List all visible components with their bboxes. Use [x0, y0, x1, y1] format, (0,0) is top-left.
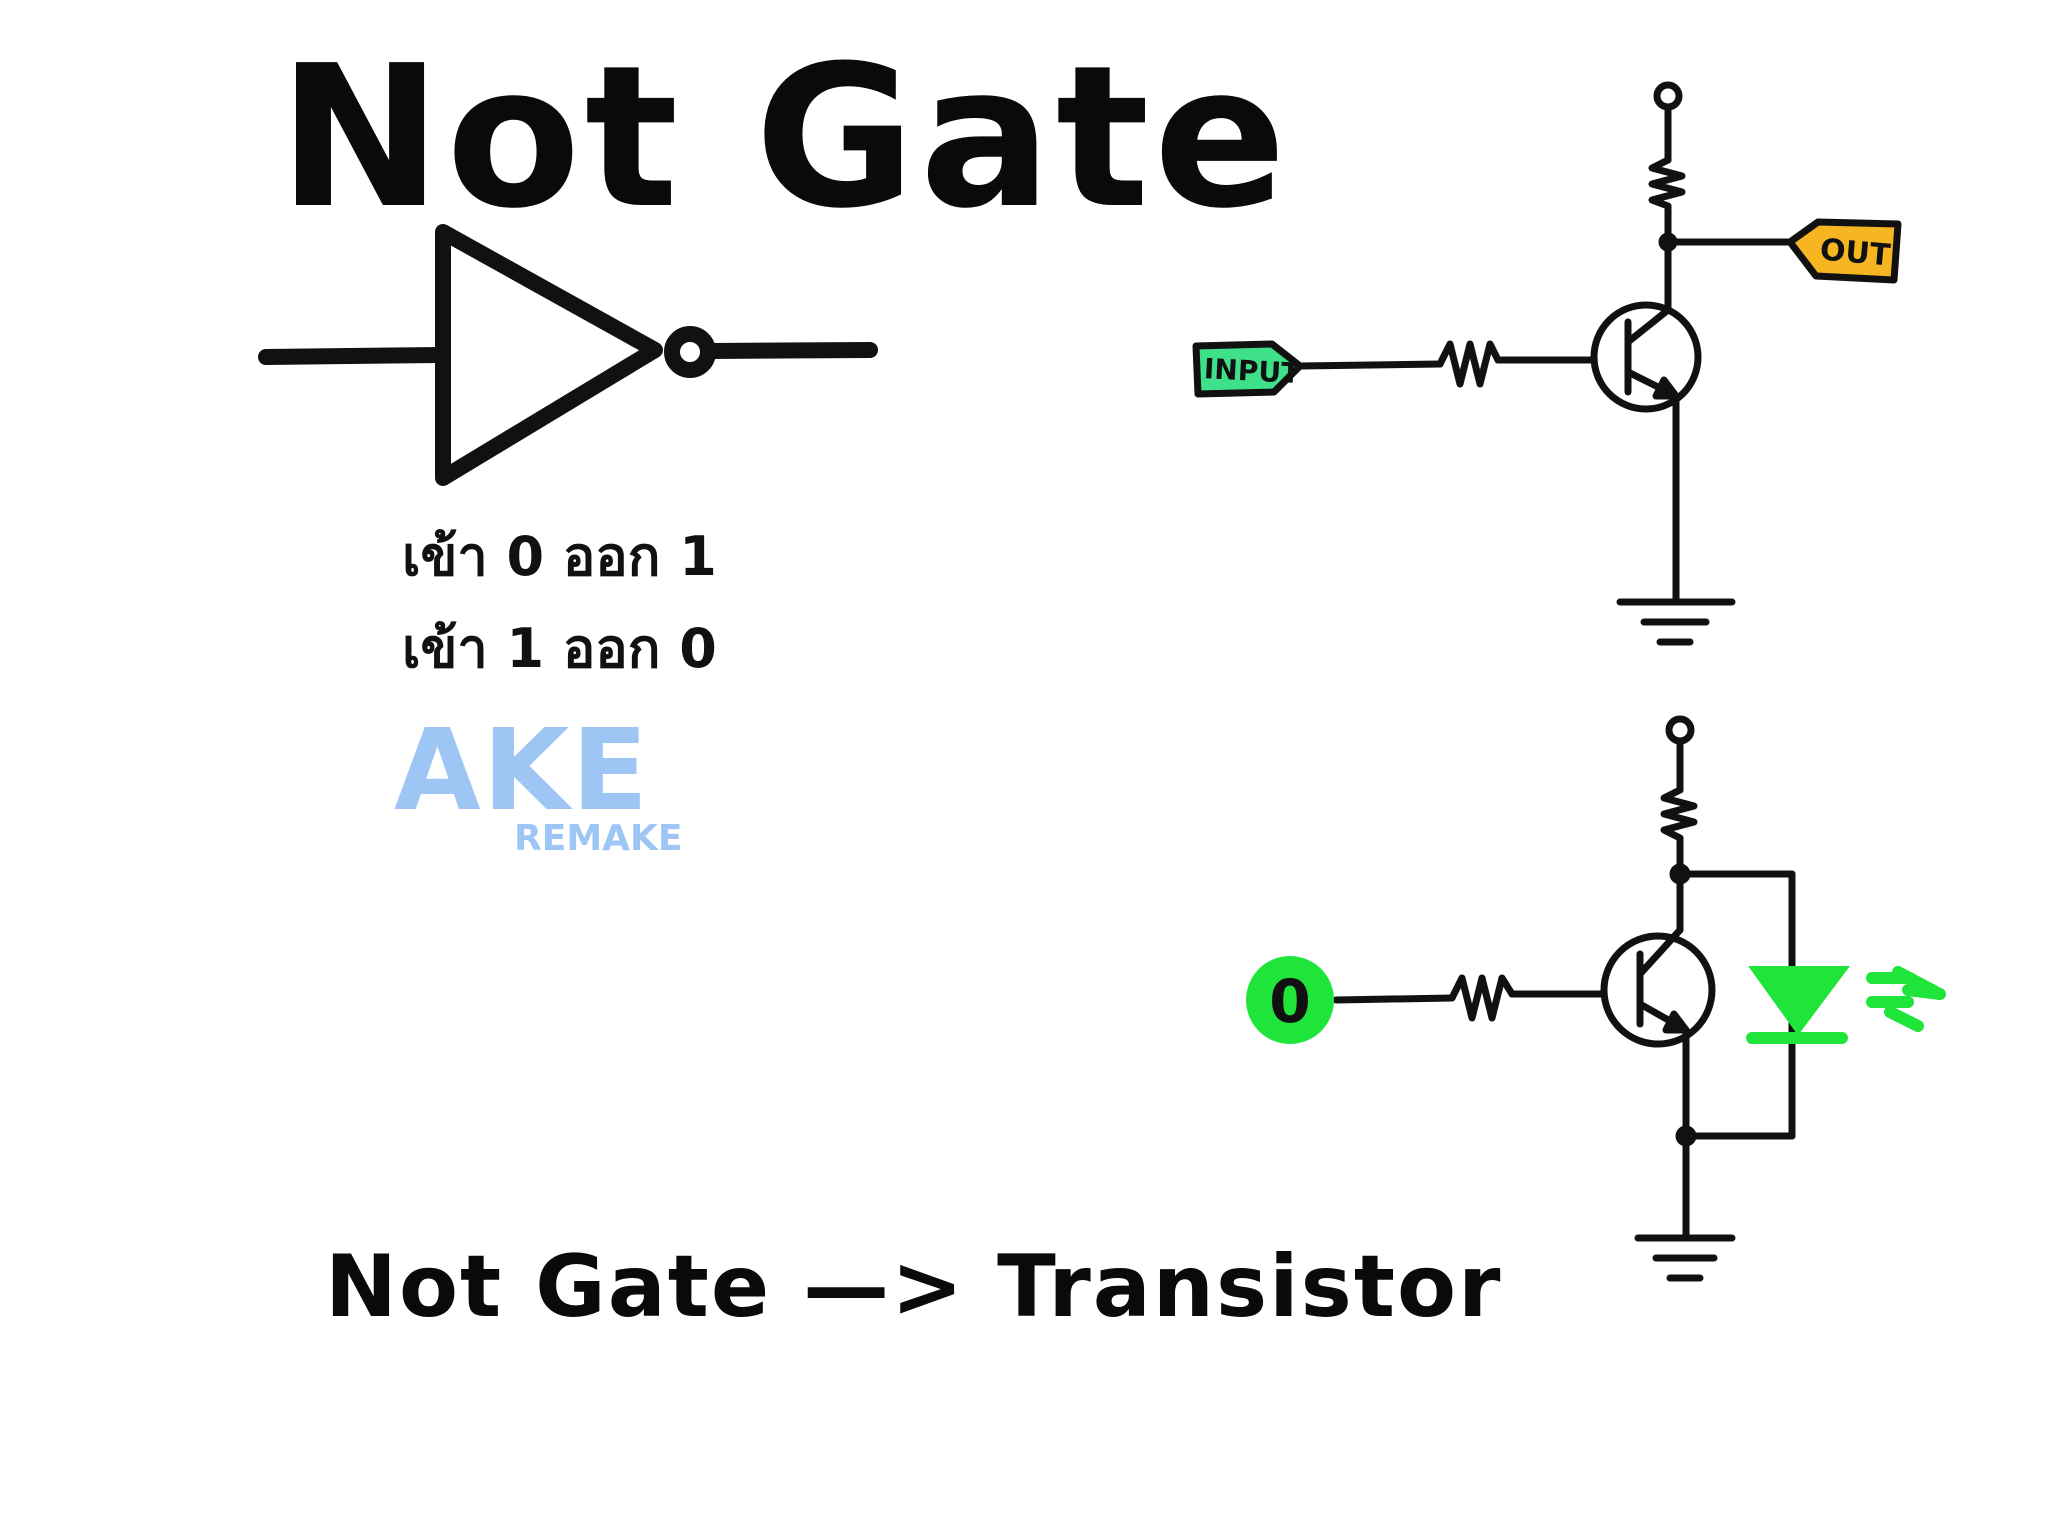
input-value-label: 0	[1269, 967, 1311, 1037]
transistor-collector-leg-bottom	[1636, 926, 1684, 978]
gate-output-wire	[702, 342, 878, 359]
output-tag-label: OUT	[1819, 232, 1893, 273]
output-junction-top	[1658, 232, 1678, 252]
logo-sub-text: REMAKE	[514, 818, 683, 859]
transistor-collector-leg-top	[1624, 306, 1672, 346]
truth-table-line-1: เข้า 0 ออก 1	[402, 525, 717, 588]
truth-table-line-2: เข้า 1 ออก 0	[402, 617, 717, 680]
gate-input-wire	[258, 347, 448, 365]
circuit-top	[1296, 81, 1794, 646]
led-icon	[1746, 966, 1946, 1044]
base-resistor-top	[1436, 340, 1502, 388]
base-resistor-bottom	[1448, 974, 1516, 1022]
not-gate-symbol	[258, 224, 878, 486]
circuit-bottom	[1332, 715, 1796, 1282]
gate-triangle	[435, 224, 663, 486]
input-tag-label: INPUT	[1203, 352, 1301, 390]
transistor-body-top	[1590, 301, 1702, 413]
led-light-rays	[1866, 966, 1946, 1032]
brand-logo: AKE REMAKE	[388, 715, 768, 865]
emitter-arrow-bottom	[1662, 1010, 1690, 1034]
input-value-indicator: 0	[1246, 956, 1334, 1044]
page-title: Not Gate	[278, 24, 1291, 252]
input-wire-top	[1296, 360, 1444, 370]
led-triangle	[1748, 966, 1850, 1036]
collector-resistor-bottom	[1660, 786, 1698, 842]
emitter-arrow-top	[1652, 376, 1680, 400]
output-tag: OUT	[1786, 218, 1902, 284]
collector-resistor-top	[1648, 156, 1686, 210]
input-wire-bottom	[1332, 994, 1456, 1004]
diagram-caption: Not Gate —> Transistor	[325, 1237, 1503, 1337]
transistor-body-bottom	[1600, 932, 1716, 1048]
logo-main-text: AKE	[394, 706, 650, 836]
input-tag: INPUT	[1192, 340, 1304, 398]
